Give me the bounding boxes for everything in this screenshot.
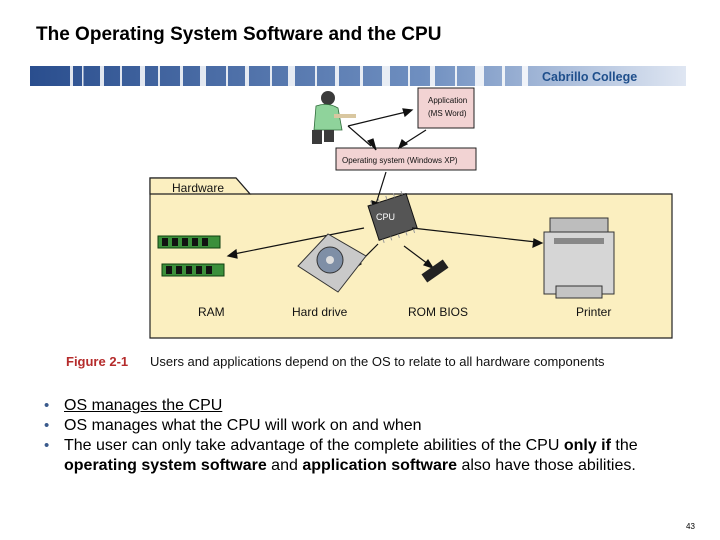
figure-number: Figure 2-1: [66, 354, 128, 369]
bullet-text-2: OS manages what the CPU will work on and…: [64, 417, 422, 434]
bullet-text-1: OS manages the CPU: [64, 397, 223, 414]
college-logo-text: Cabrillo College: [542, 70, 638, 84]
cpu-label: CPU: [376, 212, 395, 222]
rom-bios-label: ROM BIOS: [408, 305, 468, 319]
bullet-icon: •: [44, 397, 50, 414]
figure-2-1: Hardware Application (MS Word) Operating…: [66, 87, 673, 369]
cpu-chip: [367, 190, 418, 243]
page-number: 43: [686, 522, 695, 531]
bullet-3-part-2: the: [610, 437, 638, 454]
bullet-3-bold-2: operating system software: [64, 457, 267, 474]
bullet-list: • OS manages the CPU • OS manages what t…: [44, 396, 704, 476]
application-label-2: (MS Word): [428, 109, 467, 118]
bullet-item: • OS manages what the CPU will work on a…: [44, 416, 704, 436]
bullet-3-part-4: also have those abilities.: [457, 457, 636, 474]
bullet-item: • OS manages the CPU: [44, 396, 704, 416]
application-label-1: Application: [428, 96, 467, 105]
hardware-label: Hardware: [172, 181, 224, 195]
os-box: [335, 147, 477, 171]
slide-title: The Operating System Software and the CP…: [36, 24, 442, 45]
bullet-icon: •: [44, 437, 50, 454]
user-illustration: [312, 91, 356, 144]
hard-drive-label: Hard drive: [292, 305, 348, 319]
bullet-3-part-3: and: [266, 457, 303, 474]
bullet-text-3: The user can only take advantage of the …: [64, 436, 704, 476]
bullet-3-bold-1: only if: [563, 437, 611, 454]
figure-caption: Users and applications depend on the OS …: [150, 354, 605, 369]
rom-bios-chip: [421, 259, 449, 283]
ram-modules: [157, 235, 225, 277]
bullet-3-part-1: The user can only take advantage of the …: [64, 437, 564, 454]
bullet-3-bold-3: application software: [302, 457, 458, 474]
printer-label: Printer: [576, 305, 611, 319]
header-banner: [30, 66, 686, 86]
bullet-item: • The user can only take advantage of th…: [44, 436, 704, 476]
application-box: [417, 87, 475, 129]
bullet-icon: •: [44, 417, 50, 434]
hardware-tab: [149, 177, 252, 195]
hard-drive-illustration: [297, 233, 367, 293]
printer-illustration: [543, 217, 615, 299]
os-label: Operating system (Windows XP): [342, 156, 458, 165]
ram-label: RAM: [198, 305, 225, 319]
